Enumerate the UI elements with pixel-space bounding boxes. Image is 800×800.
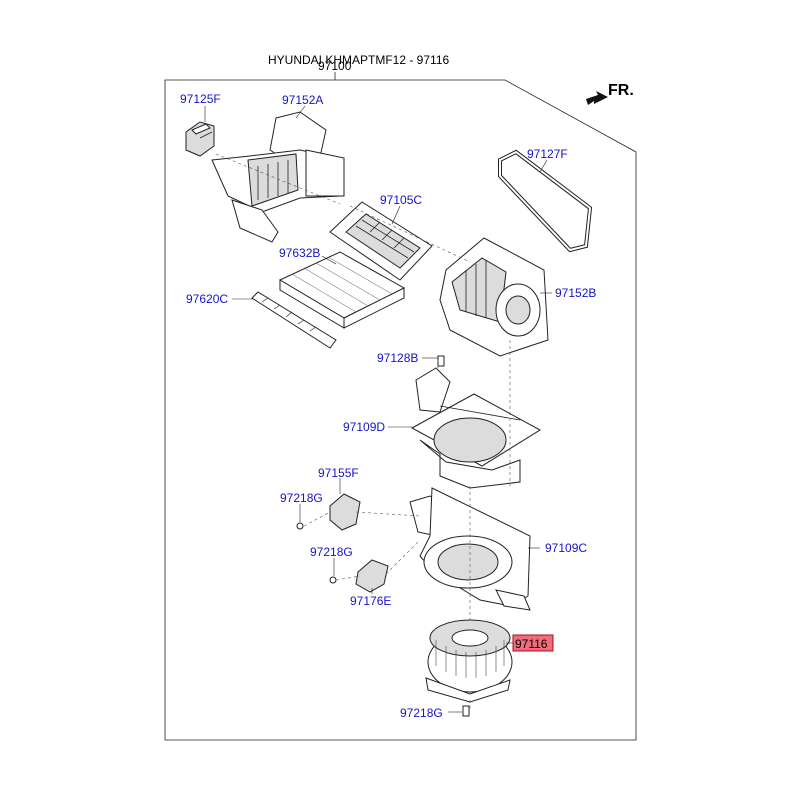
filter-cover-97105c-icon [329, 201, 433, 281]
label-97116[interactable]: 97116 [515, 637, 548, 651]
module-97155f-icon [329, 493, 361, 531]
blower-lower-case-97109c-icon [409, 487, 531, 611]
label-97128b[interactable]: 97128B [377, 351, 418, 365]
actuator-97125f-icon [185, 121, 215, 157]
screw-97218g-b-icon [329, 576, 337, 584]
label-97125f[interactable]: 97125F [180, 92, 221, 106]
strip-97620c-icon [251, 291, 337, 349]
assembly-dashed-lines [215, 153, 511, 708]
upper-case-97152a-icon [211, 111, 345, 243]
label-97105c[interactable]: 97105C [380, 193, 422, 207]
front-direction-arrow-icon [586, 91, 608, 105]
seal-97127f-icon [498, 149, 593, 253]
screw-97218g-a-icon [296, 522, 304, 530]
label-97116-highlight[interactable]: 97116 [512, 634, 554, 652]
label-97152a[interactable]: 97152A [282, 93, 323, 107]
cabin-filter-97632b-icon [278, 251, 406, 329]
blower-upper-case-97109d-icon [410, 367, 541, 489]
assembly-number: 97100 [318, 59, 352, 73]
label-97632b[interactable]: 97632B [279, 246, 320, 260]
diagram-title: HYUNDAI KHMAPTMF12 - 97116 [268, 53, 449, 67]
clip-97128b-icon [437, 355, 445, 367]
label-97155f[interactable]: 97155F [318, 466, 359, 480]
lower-case-97152b-icon [439, 237, 549, 357]
blower-motor-97116-icon [425, 619, 513, 703]
resistor-97176e-icon [355, 559, 389, 593]
label-97218g-c[interactable]: 97218G [400, 706, 443, 720]
label-97176e[interactable]: 97176E [350, 594, 391, 608]
diagram-frame [164, 72, 637, 741]
label-97127f[interactable]: 97127F [527, 147, 568, 161]
label-97218g-b[interactable]: 97218G [310, 545, 353, 559]
label-97109d[interactable]: 97109D [343, 420, 385, 434]
label-97620c[interactable]: 97620C [186, 292, 228, 306]
label-97218g-a[interactable]: 97218G [280, 491, 323, 505]
label-97152b[interactable]: 97152B [555, 286, 596, 300]
leader-lines [204, 105, 552, 713]
label-97109c[interactable]: 97109C [545, 541, 587, 555]
front-direction-label: FR. [608, 82, 634, 99]
screw-97218g-c-icon [462, 705, 470, 717]
